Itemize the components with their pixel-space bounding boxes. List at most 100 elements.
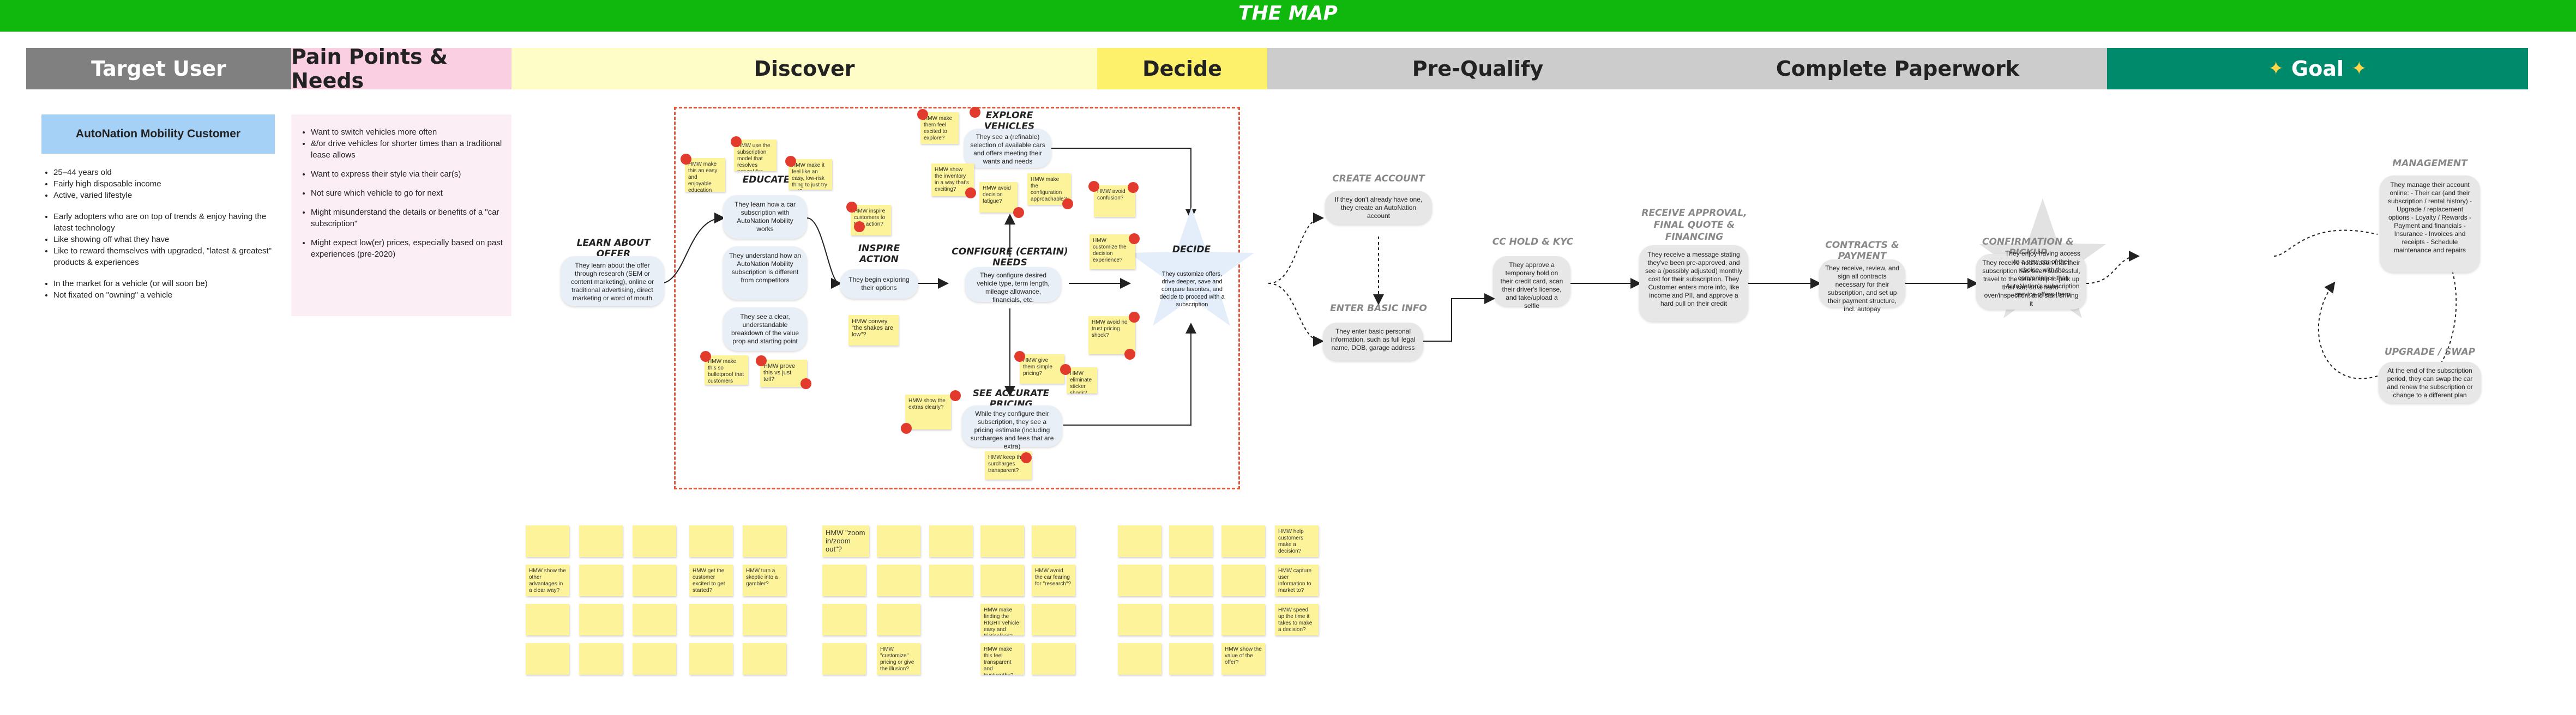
hmw-note[interactable]: HMW "customize" pricing or give the illu… xyxy=(877,643,920,675)
step-upgrade[interactable]: At the end of the subscription period, t… xyxy=(2379,362,2481,403)
hmw-note[interactable]: HMW make this so bulletproof that custom… xyxy=(705,355,748,385)
step-configure[interactable]: They configure desired vehicle type, ter… xyxy=(965,267,1061,304)
hmw-note[interactable]: HMW make this feel transparent and trust… xyxy=(980,643,1024,675)
hmw-note[interactable] xyxy=(743,643,786,675)
hmw-note[interactable] xyxy=(526,643,569,675)
hmw-note[interactable]: HMW use the subscription model that reso… xyxy=(734,140,777,171)
step-title-configure: CONFIGURE (CERTAIN) NEEDS xyxy=(952,246,1068,268)
hmw-note[interactable] xyxy=(1221,604,1265,635)
pain-points-list: Want to switch vehicles more often &/or … xyxy=(302,126,507,260)
hmw-note[interactable]: HMW make finding the RIGHT vehicle easy … xyxy=(980,604,1024,635)
header-pain-points-label: Pain Points & Needs xyxy=(291,45,448,93)
hmw-note[interactable] xyxy=(579,525,623,557)
hmw-note[interactable]: HMW customize the decision experience? xyxy=(1090,234,1135,269)
vote-dot xyxy=(731,136,742,147)
vote-dot xyxy=(1060,364,1071,375)
hmw-note[interactable]: HMW help customers make a decision? xyxy=(1275,525,1319,557)
persona-attributes: 25–44 years old Fairly high disposable i… xyxy=(45,167,274,301)
step-contracts[interactable]: They receive, review, and sign all contr… xyxy=(1819,259,1905,313)
hmw-note[interactable] xyxy=(822,643,866,675)
step-cc-hold[interactable]: They approve a temporary hold on their c… xyxy=(1493,256,1570,310)
hmw-note[interactable] xyxy=(980,565,1024,596)
step-learn[interactable]: They learn about the offer through resea… xyxy=(561,256,664,306)
hmw-note[interactable] xyxy=(1032,604,1075,635)
step-pricing[interactable]: While they configure their subscription,… xyxy=(962,405,1062,450)
vote-dot xyxy=(1062,198,1073,209)
hmw-note[interactable] xyxy=(1221,525,1265,557)
hmw-note[interactable]: HMW prove this vs just tell? xyxy=(760,360,807,387)
top-banner: THE MAP xyxy=(0,0,2576,32)
hmw-note[interactable] xyxy=(689,604,733,635)
step-confirmation[interactable]: They receive notification that their sub… xyxy=(1976,254,2086,310)
hmw-note[interactable] xyxy=(579,565,623,596)
persona-attr: Fairly high disposable income xyxy=(53,178,274,190)
hmw-note[interactable]: HMW convey "the shakes are low"? xyxy=(848,315,899,346)
hmw-note[interactable] xyxy=(877,525,920,557)
hmw-note[interactable] xyxy=(633,643,676,675)
hmw-note[interactable] xyxy=(526,525,569,557)
hmw-note[interactable]: HMW make this an easy and enjoyable educ… xyxy=(685,158,725,192)
hmw-note[interactable] xyxy=(689,643,733,675)
hmw-note[interactable]: HMW turn a skeptic into a gambler? xyxy=(743,565,786,596)
header-discover: Discover xyxy=(511,48,1097,89)
hmw-note[interactable] xyxy=(743,604,786,635)
hmw-note[interactable]: HMW show the value of the offer? xyxy=(1221,643,1265,675)
step-educate-1[interactable]: They learn how a car subscription with A… xyxy=(723,195,807,239)
hmw-note[interactable] xyxy=(1169,525,1213,557)
hmw-note[interactable] xyxy=(579,604,623,635)
hmw-note[interactable] xyxy=(929,565,973,596)
hmw-note[interactable]: HMW eliminate sticker shock? xyxy=(1067,367,1097,393)
hmw-note[interactable] xyxy=(929,525,973,557)
persona-attr: 25–44 years old xyxy=(53,167,274,178)
hmw-note[interactable] xyxy=(1169,565,1213,596)
hmw-note[interactable] xyxy=(579,643,623,675)
hmw-note[interactable]: HMW "zoom in/zoom out"? xyxy=(822,525,869,557)
hmw-note[interactable]: HMW speed up the time it takes to make a… xyxy=(1275,604,1319,635)
hmw-note[interactable] xyxy=(1118,565,1161,596)
step-management[interactable]: They manage their account online: - Thei… xyxy=(2380,175,2480,272)
step-goal[interactable]: They enjoy having access to a new car of… xyxy=(2005,250,2081,298)
hmw-note[interactable] xyxy=(877,565,920,596)
vote-dot xyxy=(901,423,912,434)
hmw-note[interactable] xyxy=(526,604,569,635)
hmw-note[interactable] xyxy=(743,525,786,557)
step-explore[interactable]: They see a (refinable) selection of avai… xyxy=(964,129,1051,168)
hmw-note[interactable] xyxy=(633,604,676,635)
vote-dot xyxy=(854,221,865,232)
hmw-note[interactable] xyxy=(1118,525,1161,557)
hmw-note[interactable] xyxy=(1169,604,1213,635)
hmw-note[interactable] xyxy=(822,604,866,635)
hmw-note[interactable]: HMW get the customer excited to get star… xyxy=(689,565,733,596)
step-educate-2[interactable]: They understand how an AutoNation Mobili… xyxy=(723,246,807,300)
step-educate-3[interactable]: They see a clear, understandable breakdo… xyxy=(723,307,807,351)
step-title-create-account: CREATE ACCOUNT xyxy=(1332,173,1425,184)
hmw-note[interactable] xyxy=(822,565,866,596)
hmw-note[interactable] xyxy=(1118,643,1161,675)
hmw-note[interactable] xyxy=(633,565,676,596)
hmw-note[interactable] xyxy=(633,525,676,557)
hmw-note[interactable]: HMW avoid no trust pricing shock? xyxy=(1088,316,1135,354)
hmw-note[interactable] xyxy=(980,525,1024,557)
hmw-note[interactable]: HMW make it feel like an easy, low-risk … xyxy=(789,159,832,190)
hmw-note[interactable]: HMW avoid decision fatigue? xyxy=(979,182,1018,213)
pain-point: &/or drive vehicles for shorter times th… xyxy=(311,138,507,161)
hmw-note[interactable] xyxy=(1032,525,1075,557)
hmw-note[interactable]: HMW give them simple pricing? xyxy=(1020,354,1064,384)
step-inspire[interactable]: They begin exploring their options xyxy=(840,269,918,299)
hmw-note[interactable] xyxy=(1169,643,1213,675)
step-create-account[interactable]: If they don't already have one, they cre… xyxy=(1325,191,1432,225)
step-approval[interactable]: They receive a message stating they've b… xyxy=(1639,245,1748,322)
hmw-note[interactable]: HMW capture user information to market t… xyxy=(1275,565,1319,596)
hmw-note[interactable]: HMW show the extras clearly? xyxy=(905,395,951,429)
step-basic-info[interactable]: They enter basic personal information, s… xyxy=(1323,323,1423,361)
hmw-note[interactable] xyxy=(877,604,920,635)
hmw-note[interactable]: HMW avoid the car fearing for "research"… xyxy=(1032,565,1075,596)
step-decide[interactable]: They customize offers, drive deeper, sav… xyxy=(1159,271,1225,308)
hmw-note[interactable] xyxy=(1221,565,1265,596)
hmw-note[interactable]: HMW show the other advantages in a clear… xyxy=(526,565,569,596)
pain-point: Might expect low(er) prices, especially … xyxy=(311,237,507,260)
hmw-note[interactable] xyxy=(689,525,733,557)
hmw-note[interactable] xyxy=(1032,643,1075,675)
hmw-note[interactable] xyxy=(1118,604,1161,635)
